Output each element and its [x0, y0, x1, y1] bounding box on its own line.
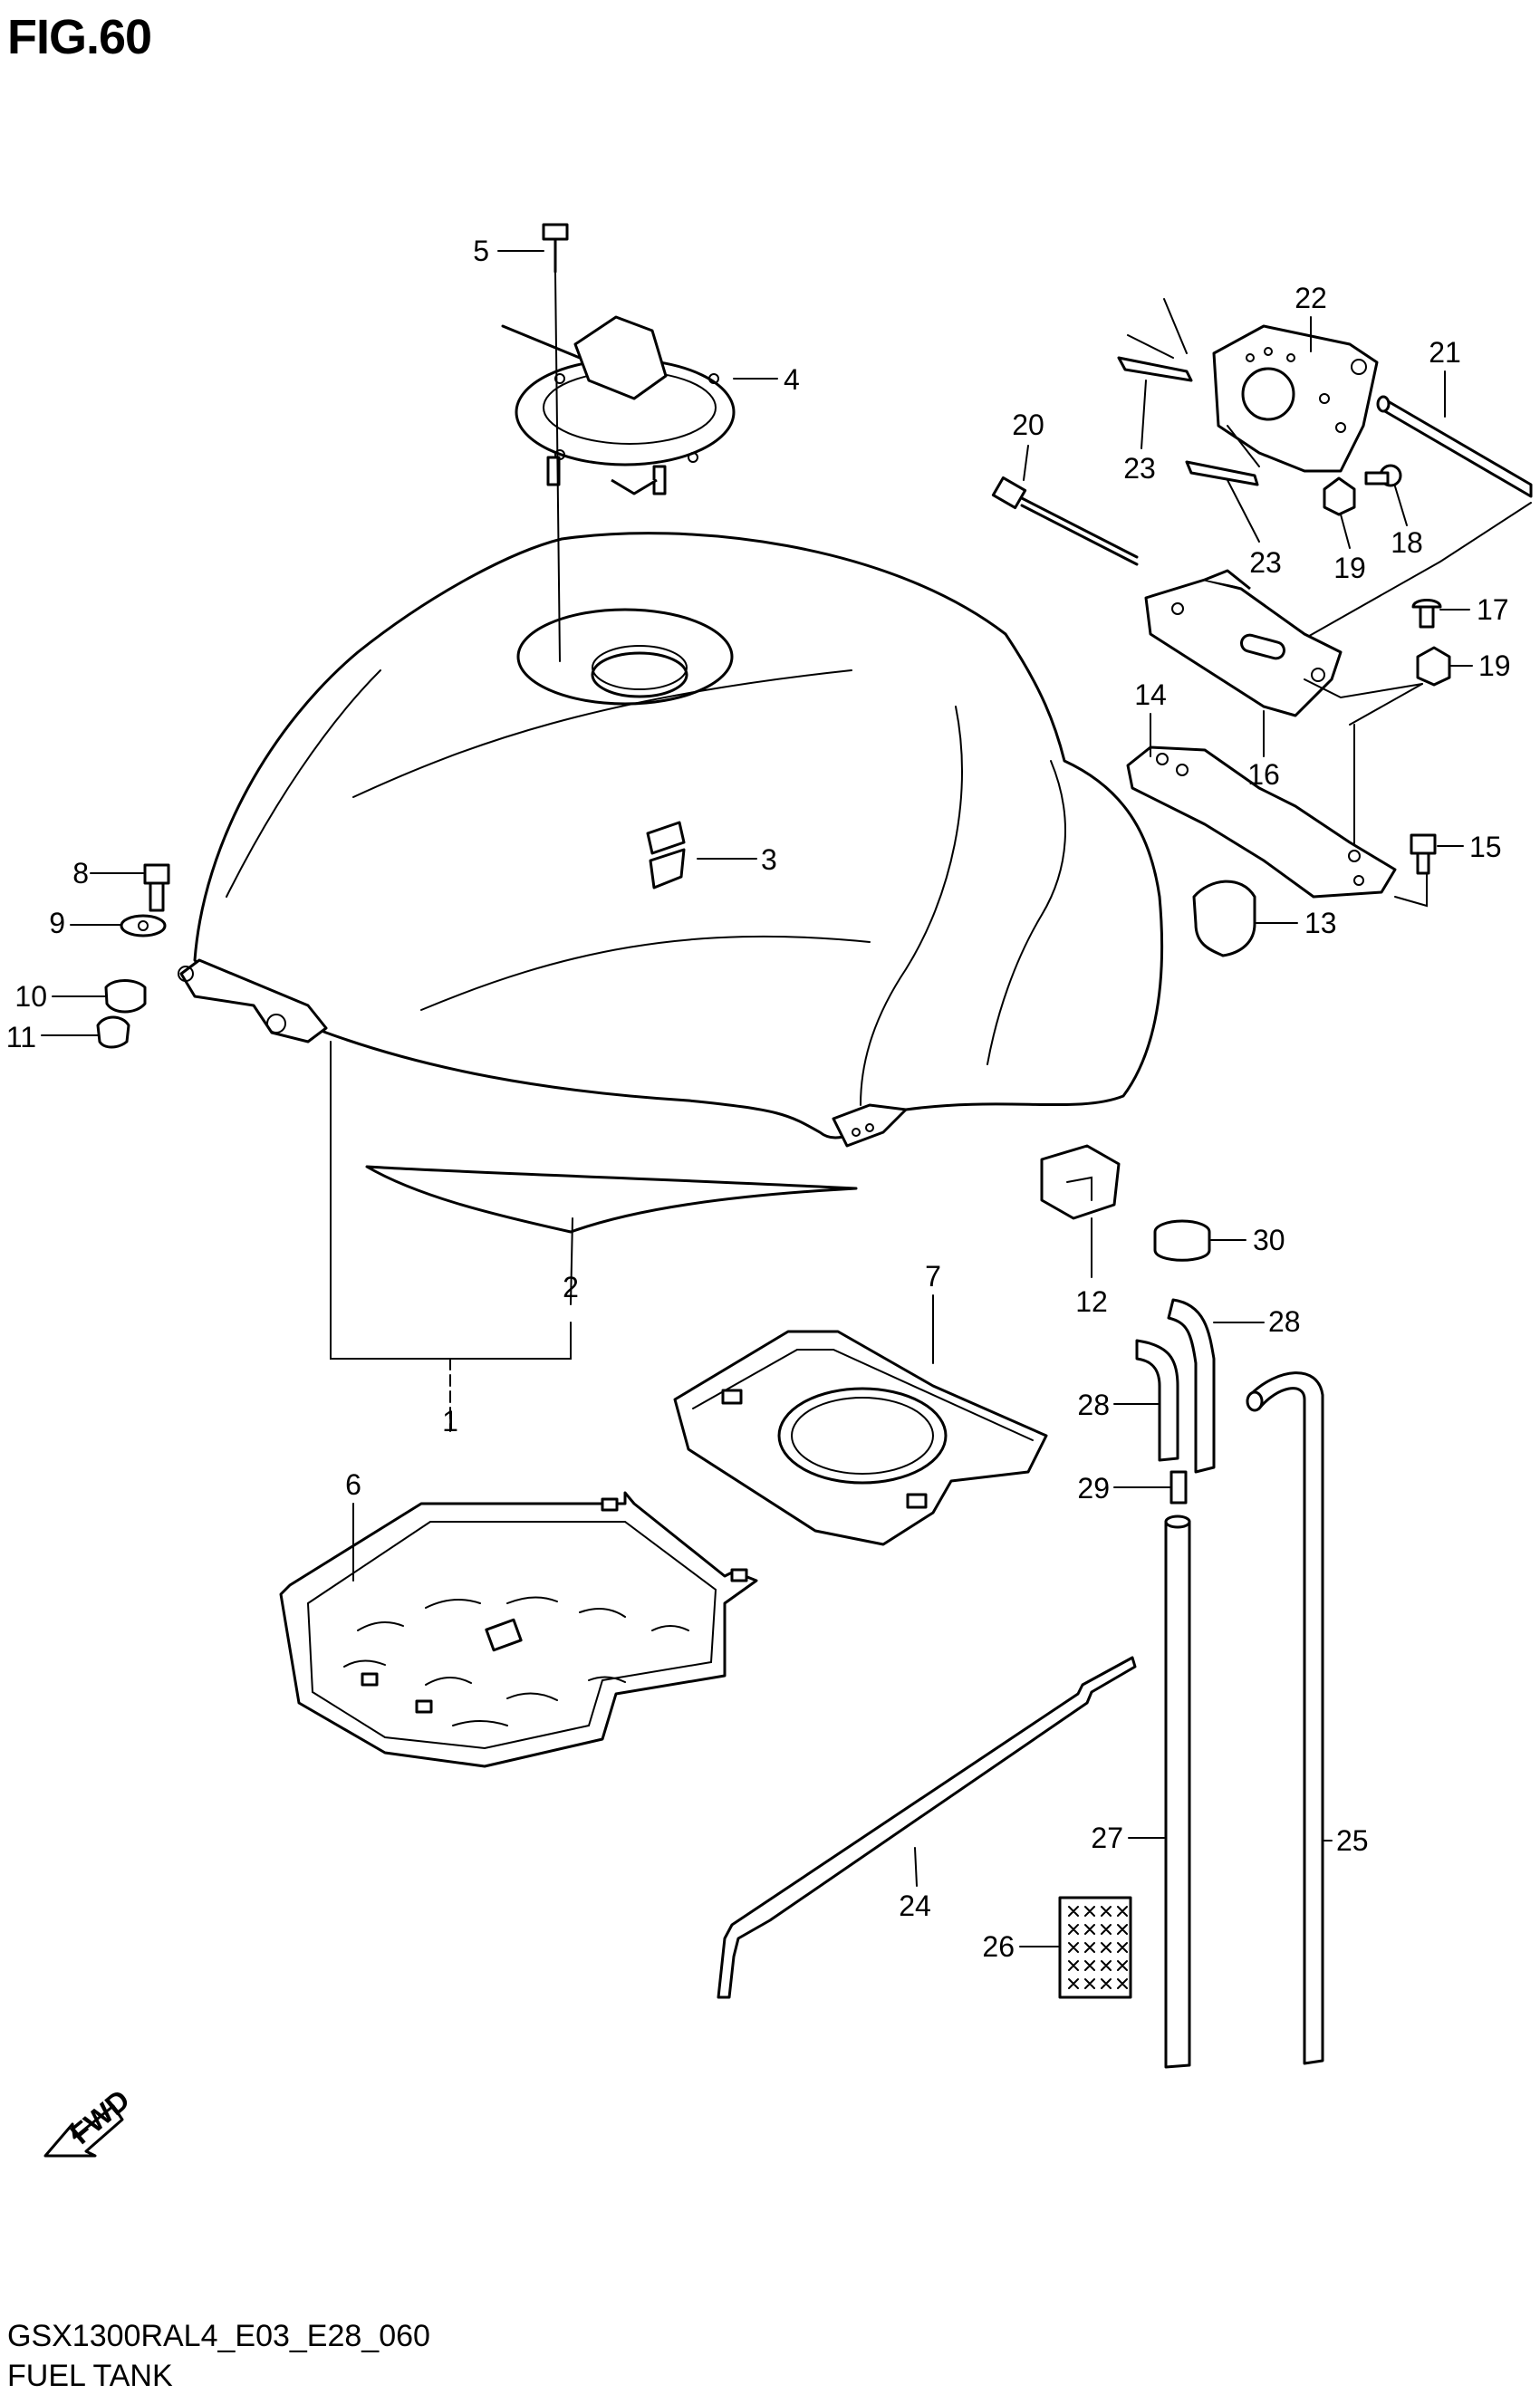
callout-number-c30: 30 [1253, 1224, 1285, 1256]
callout-number-c18: 18 [1391, 526, 1423, 559]
bolt-18-part[interactable] [1364, 464, 1402, 487]
figure-name-label: FUEL TANK [7, 2359, 173, 2393]
callout-number-c23b: 23 [1249, 546, 1282, 579]
figure-title: FIG.60 [7, 10, 152, 64]
callout-number-c28a: 28 [1268, 1305, 1301, 1338]
callout-number-c7: 7 [925, 1260, 941, 1293]
damper-12-part[interactable] [1040, 1144, 1121, 1220]
callout-number-c3: 3 [761, 843, 777, 876]
callout-number-c23a: 23 [1123, 452, 1156, 485]
callout-leader-c23a [1141, 380, 1147, 449]
bolt-8-part[interactable] [143, 863, 170, 912]
callout-number-c13: 13 [1304, 907, 1337, 939]
bracket-22-part[interactable] [1212, 324, 1379, 473]
cap-bolt-part[interactable] [542, 223, 569, 274]
callout-number-c26: 26 [982, 1930, 1015, 1963]
rod-21-part[interactable] [1376, 395, 1533, 498]
callout-number-c2: 2 [563, 1271, 579, 1303]
callout-number-c8: 8 [72, 857, 89, 889]
callout-number-c1: 1 [442, 1405, 458, 1438]
callout-number-c12: 12 [1075, 1285, 1108, 1318]
mesh-26-part[interactable] [1058, 1896, 1132, 1999]
collar-11-part[interactable] [96, 1015, 130, 1049]
callout-leader-c19a [1340, 514, 1351, 549]
bolt-17-part[interactable] [1411, 599, 1442, 629]
callout-number-c21: 21 [1429, 336, 1461, 369]
pin-23-lower-part[interactable] [1185, 460, 1259, 486]
callout-leader-c18 [1394, 486, 1408, 526]
washer-9-part[interactable] [120, 914, 167, 938]
fuel-tank-body[interactable] [178, 532, 1164, 1148]
hose-25-part[interactable] [1246, 1371, 1324, 2065]
callout-number-c24: 24 [899, 1890, 931, 1922]
joint-29-part[interactable] [1169, 1470, 1188, 1505]
callout-number-c10: 10 [14, 980, 47, 1013]
hose-28-lower-part[interactable] [1135, 1339, 1179, 1462]
callout-number-c4: 4 [784, 363, 800, 396]
callout-layer: 1234567891011121314151617181919202122232… [6, 235, 1511, 1963]
callout-number-c16: 16 [1247, 758, 1280, 791]
callout-number-c27: 27 [1091, 1822, 1123, 1854]
cushion-30-part[interactable] [1153, 1219, 1211, 1262]
callout-number-c5: 5 [473, 235, 489, 267]
bracket-16-part[interactable] [1144, 569, 1343, 717]
tank-plate-7-part[interactable] [673, 1330, 1048, 1546]
rod-24-part[interactable] [717, 1656, 1137, 1999]
callout-number-c28b: 28 [1077, 1389, 1110, 1421]
nut-19-lower-part[interactable] [1416, 646, 1451, 687]
leader-line [554, 271, 561, 662]
callout-number-c19b: 19 [1478, 649, 1511, 682]
callout-leader-c24 [914, 1847, 918, 1887]
nut-19-upper-part[interactable] [1323, 476, 1356, 516]
cushion-13-part[interactable] [1192, 880, 1256, 957]
callout-leader-c23b [1227, 479, 1260, 543]
grommet-10-part[interactable] [104, 979, 147, 1014]
hose-28-upper-part[interactable] [1167, 1298, 1216, 1474]
callout-number-c11: 11 [6, 1021, 36, 1053]
callout-number-c22: 22 [1295, 282, 1327, 314]
knee-pad-part[interactable] [365, 1165, 858, 1234]
fuel-cap-assembly[interactable] [501, 315, 736, 495]
callout-number-c14: 14 [1134, 678, 1167, 711]
callout-number-c20: 20 [1012, 409, 1044, 441]
bolt-20-part[interactable] [991, 476, 1139, 566]
hose-27-part[interactable] [1164, 1515, 1191, 2069]
callout-number-c25: 25 [1336, 1824, 1369, 1857]
bracket-14-part[interactable] [1126, 745, 1397, 899]
callout-number-c19a: 19 [1333, 552, 1366, 584]
protector-sheet-6-part[interactable] [279, 1491, 758, 1768]
model-code-label: GSX1300RAL4_E03_E28_060 [7, 2319, 430, 2353]
pin-23-upper-part[interactable] [1117, 356, 1193, 382]
callout-number-c29: 29 [1077, 1472, 1110, 1505]
callout-leader-c20 [1023, 445, 1029, 481]
callout-number-c15: 15 [1469, 831, 1502, 863]
callout-number-c17: 17 [1477, 593, 1509, 626]
bolt-15-part[interactable] [1410, 833, 1437, 875]
callout-number-c6: 6 [345, 1468, 361, 1501]
callout-number-c9: 9 [49, 907, 65, 939]
forward-arrow-icon: FWD [43, 2083, 136, 2158]
